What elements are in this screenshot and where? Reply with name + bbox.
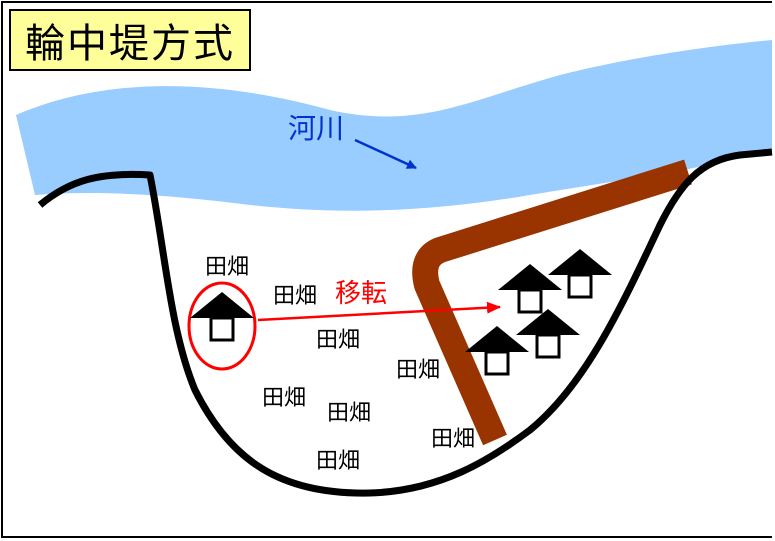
original-house-icon — [188, 290, 256, 342]
field-label: 田畑 — [396, 358, 440, 383]
field-label: 田畑 — [316, 449, 360, 474]
field-label: 田畑 — [316, 328, 360, 353]
field-label: 田畑 — [262, 386, 306, 411]
relocated-house-icon — [496, 262, 564, 314]
field-label: 田畑 — [327, 401, 371, 426]
diagram-title: 輪中堤方式 — [25, 21, 235, 67]
terrain-outline — [37, 148, 773, 497]
relocation-label: 移転 — [335, 279, 387, 309]
field-label: 田畑 — [431, 427, 475, 452]
original-house-highlight — [187, 281, 257, 371]
relocation-arrow — [257, 301, 501, 322]
river-band — [16, 40, 772, 211]
river-label: 河川 — [288, 112, 344, 145]
ring-levee — [412, 159, 692, 446]
field-label: 田畑 — [205, 255, 249, 280]
field-label: 田畑 — [273, 284, 317, 309]
river-flow-arrow — [354, 138, 417, 170]
diagram-title-box: 輪中堤方式 — [9, 9, 251, 71]
